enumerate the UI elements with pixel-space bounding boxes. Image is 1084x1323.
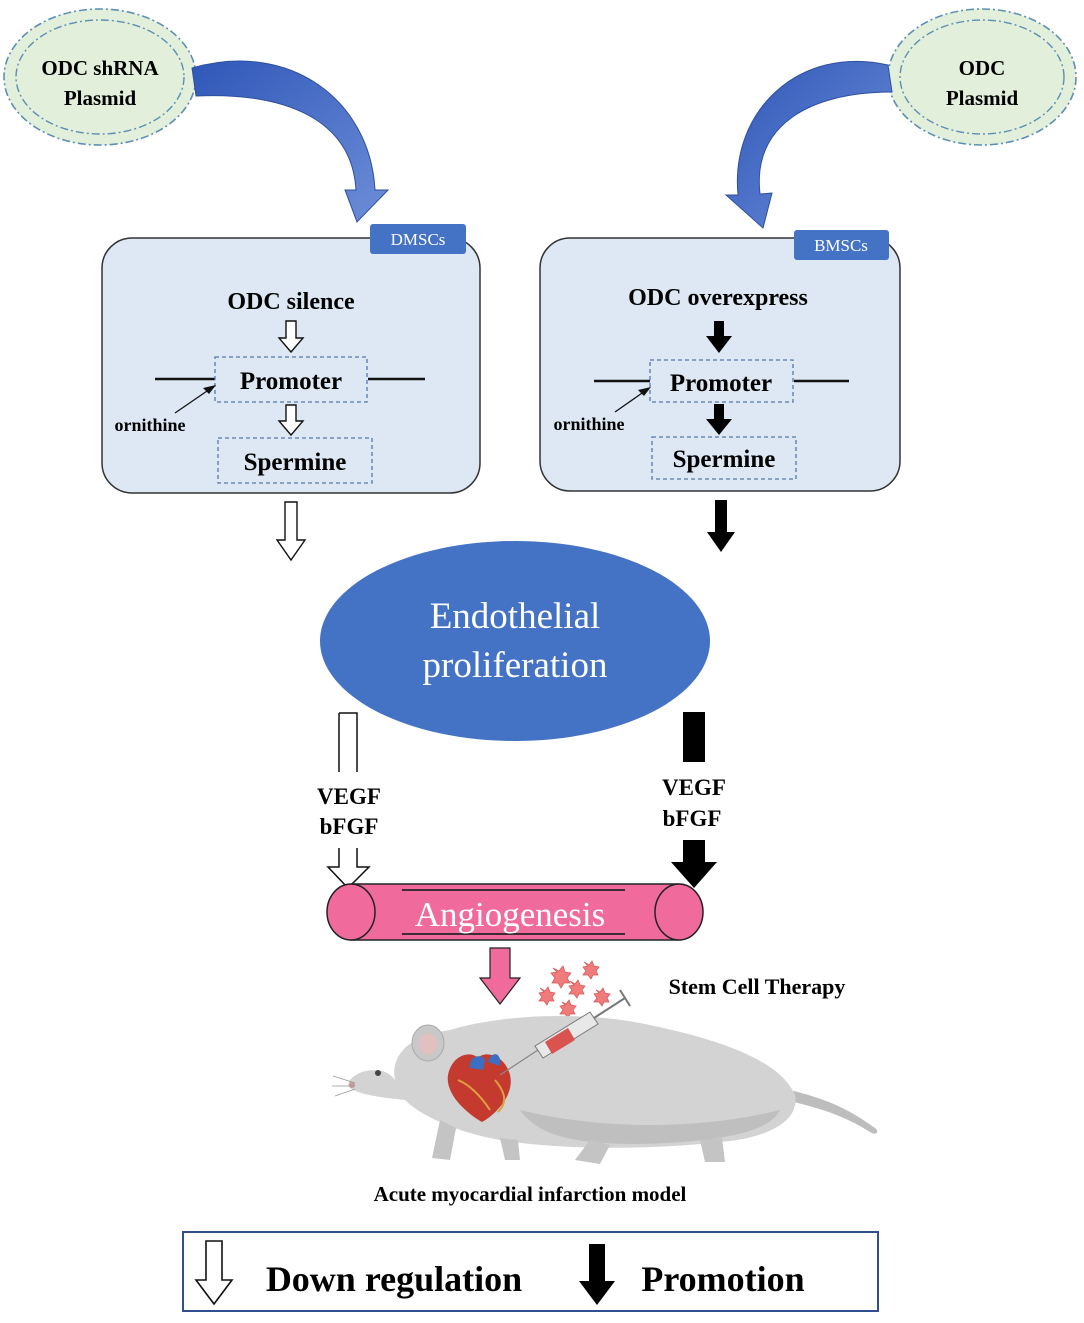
legend-up-label: Promotion [641, 1259, 804, 1299]
cell-left-title: ODC silence [227, 289, 355, 315]
model-label: Acute myocardial infarction model [374, 1182, 687, 1206]
plasmid-right-line1: ODC [959, 56, 1006, 80]
down-arrow-solid-3 [707, 500, 735, 552]
cell-right-spermine-box [651, 436, 797, 480]
gf-arrow-right-top [683, 712, 705, 762]
cell-right-substrate: ornithine [553, 414, 624, 434]
cell-right-tag-label: BMSCs [814, 236, 868, 255]
down-arrow-solid-1 [706, 321, 732, 353]
rat-illustration [332, 989, 878, 1164]
legend-hollow-arrow-icon [194, 1240, 234, 1306]
gf-right-line1: VEGF [662, 775, 726, 800]
pink-arrow [478, 947, 522, 1005]
cell-left-spermine-box [217, 437, 373, 484]
stem-cells-icon [538, 960, 611, 1019]
cell-left-tag [370, 224, 466, 254]
down-arrow-hollow-1 [277, 320, 305, 354]
legend: Down regulation Promotion [182, 1231, 879, 1312]
endothelial-line1: Endothelial [430, 596, 601, 637]
plasmid-right-line2: Plasmid [946, 86, 1019, 110]
gf-left-line1: VEGF [317, 784, 381, 809]
curved-arrow-left [191, 60, 390, 223]
cell-left-promoter: Promoter [240, 368, 342, 395]
gf-right-line2: bFGF [663, 806, 722, 831]
gf-arrow-left-top [338, 712, 358, 772]
angiogenesis-vessel: Angiogenesis [326, 883, 704, 941]
cell-right-promoter-box [649, 359, 794, 403]
curved-arrow-right [724, 60, 893, 229]
down-arrow-solid-2 [706, 404, 732, 435]
angiogenesis-label: Angiogenesis [415, 895, 606, 934]
legend-solid-arrow-icon [579, 1244, 615, 1305]
cell-right-promoter: Promoter [670, 370, 772, 397]
endothelial-proliferation: Endothelial proliferation [320, 541, 710, 741]
therapy-label: Stem Cell Therapy [669, 974, 846, 999]
plasmid-left-line1: ODC shRNA [41, 56, 159, 80]
gf-arrow-left-head [326, 848, 371, 890]
legend-down-label: Down regulation [266, 1259, 522, 1299]
cell-left-tag-label: DMSCs [391, 230, 446, 249]
cell-left-substrate: ornithine [114, 415, 185, 435]
plasmid-right: ODC Plasmid [887, 8, 1077, 146]
plasmid-left-line2: Plasmid [64, 86, 137, 110]
down-arrow-hollow-2 [277, 404, 305, 437]
cell-right-product: Spermine [673, 446, 776, 473]
cell-left: DMSCs ODC silence Promoter ornithine Spe… [101, 224, 481, 494]
gf-arrow-right-head [671, 840, 717, 888]
cell-left-promoter-box [214, 356, 368, 403]
down-arrow-hollow-3 [275, 501, 307, 562]
syringe-icon [499, 989, 631, 1076]
endothelial-line2: proliferation [423, 645, 608, 686]
cell-left-product: Spermine [244, 449, 347, 476]
cell-right-tag [794, 230, 889, 260]
gf-left-line2: bFGF [320, 814, 379, 839]
plasmid-left: ODC shRNA Plasmid [3, 8, 197, 146]
cell-right: BMSCs ODC overexpress Promoter ornithine… [539, 230, 901, 492]
cell-right-title: ODC overexpress [628, 285, 808, 311]
